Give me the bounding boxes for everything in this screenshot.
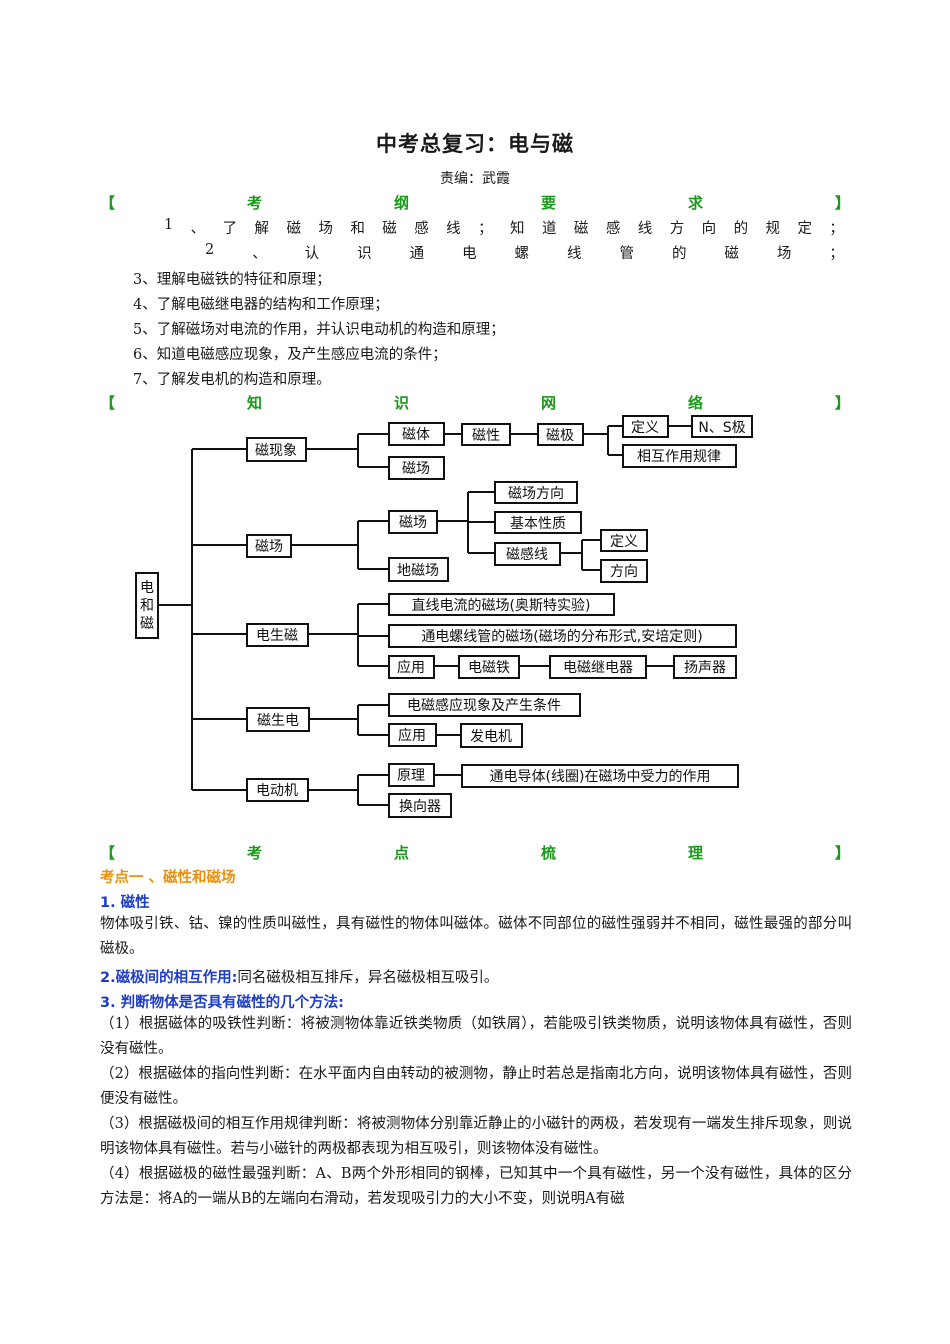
requirement-item-4: 4、了解电磁继电器的结构和工作原理； bbox=[133, 297, 389, 313]
node-root-box bbox=[135, 572, 159, 639]
node-motor bbox=[246, 778, 309, 802]
node-interaction-law bbox=[622, 444, 737, 468]
node-electromagnetism bbox=[246, 623, 309, 647]
pole-interaction-text: 同名磁极相互排斥，异名磁极相互吸引。 bbox=[237, 970, 499, 986]
diagram-connectors bbox=[158, 425, 692, 806]
node-field-1 bbox=[388, 456, 445, 480]
node-magnetic-field bbox=[246, 534, 292, 558]
method-1: （1）根据磁体的吸铁性判断：将被测物体靠近铁类物质（如铁屑），若能吸引铁类物质，… bbox=[100, 1016, 852, 1057]
node-electromagnet-label: 电磁铁 bbox=[468, 660, 510, 676]
node-interaction-law-label: 相互作用规律 bbox=[637, 449, 721, 465]
node-earth-field-label: 地磁场 bbox=[397, 563, 439, 579]
requirement-item-5: 5、了解磁场对电流的作用，并认识电动机的构造和原理； bbox=[133, 322, 505, 338]
node-motor-label: 电动机 bbox=[256, 783, 298, 799]
node-ns-pole-label: N、S极 bbox=[698, 420, 745, 436]
node-force-on-conductor bbox=[461, 764, 739, 788]
node-field-1-label: 磁场 bbox=[402, 461, 430, 477]
node-lines-direction bbox=[600, 559, 648, 583]
node-magnet-label: 磁体 bbox=[402, 427, 430, 443]
node-root-char-2: 和 bbox=[140, 598, 154, 614]
node-relay bbox=[549, 655, 647, 679]
author-line: 责编：武霞 bbox=[440, 171, 510, 187]
node-basic-property bbox=[494, 511, 582, 534]
node-electromagnetism-label: 电生磁 bbox=[256, 628, 298, 644]
method-3: （3）根据磁极间的相互作用规律判断：将被测物体分别靠近静止的小磁针的两极，若发现… bbox=[100, 1116, 852, 1157]
node-field-lines-label: 磁感线 bbox=[506, 546, 548, 563]
node-basic-property-label: 基本性质 bbox=[510, 515, 566, 532]
node-field-2 bbox=[388, 510, 438, 534]
node-earth-field bbox=[388, 557, 449, 582]
node-generator bbox=[460, 723, 523, 748]
node-magnetic-phenomena-label: 磁现象 bbox=[255, 443, 297, 459]
requirement-line-1: 1、了解磁场和磁感线；知道磁感线方向的规定； bbox=[164, 217, 844, 237]
method-2: （2）根据磁体的指向性判断：在水平面内自由转动的被测物，静止时若总是指南北方向，… bbox=[100, 1066, 852, 1107]
requirement-item-3: 3、理解电磁铁的特征和原理； bbox=[133, 272, 331, 288]
node-field-lines bbox=[494, 542, 561, 566]
node-magnetism bbox=[461, 423, 511, 446]
node-commutator-label: 换向器 bbox=[399, 798, 441, 815]
node-straight-current bbox=[388, 593, 615, 616]
section-header-points: 【 考 点 梳 理 】 bbox=[100, 844, 850, 862]
node-induction bbox=[246, 707, 310, 732]
requirement-item-6: 6、知道电磁感应现象，及产生感应电流的条件； bbox=[133, 347, 447, 363]
node-induction-phenomenon bbox=[388, 693, 581, 717]
node-magnetism-label: 磁性 bbox=[472, 428, 500, 444]
node-speaker bbox=[673, 655, 737, 679]
node-lines-direction-label: 方向 bbox=[610, 564, 638, 580]
node-magnetic-field-label: 磁场 bbox=[255, 539, 283, 555]
node-electromagnet bbox=[458, 655, 520, 679]
node-straight-current-label: 直线电流的磁场(奥斯特实验) bbox=[412, 597, 591, 614]
section-header-network: 【 知 识 网 络 】 bbox=[100, 394, 850, 412]
methods-heading: 3. 判断物体是否具有磁性的几个方法: bbox=[100, 995, 344, 1011]
node-pole-label: 磁极 bbox=[546, 428, 574, 444]
node-generator-label: 发电机 bbox=[470, 729, 512, 745]
node-pole bbox=[537, 423, 584, 446]
node-principle-label: 原理 bbox=[397, 768, 425, 784]
node-ns-pole bbox=[691, 415, 753, 438]
requirement-item-7: 7、了解发电机的构造和原理。 bbox=[133, 372, 331, 388]
node-magnet bbox=[388, 422, 445, 446]
node-principle bbox=[388, 763, 435, 787]
node-induction-label: 磁生电 bbox=[257, 713, 299, 729]
node-lines-definition-label: 定义 bbox=[610, 534, 638, 550]
node-magnetic-phenomena bbox=[246, 437, 307, 462]
node-field-direction bbox=[494, 481, 578, 504]
node-application-1 bbox=[388, 655, 435, 679]
knowledge-network-diagram: 电 和 磁 磁现象 磁体 磁性 磁极 定义 N、S极 相互作用规律 磁场 磁场 … bbox=[135, 415, 753, 818]
node-solenoid-label: 通电螺线管的磁场(磁场的分布形式,安培定则) bbox=[421, 629, 702, 645]
node-speaker-label: 扬声器 bbox=[684, 660, 726, 676]
node-application-2 bbox=[388, 723, 437, 747]
section-header-requirements: 【 考 纲 要 求 】 bbox=[100, 194, 850, 212]
magnetism-heading: 1. 磁性 bbox=[100, 895, 150, 911]
node-force-on-conductor-label: 通电导体(线圈)在磁场中受力的作用 bbox=[490, 769, 711, 785]
node-induction-phenomenon-label: 电磁感应现象及产生条件 bbox=[407, 697, 561, 714]
node-field-direction-label: 磁场方向 bbox=[508, 486, 564, 502]
node-field-2-label: 磁场 bbox=[399, 515, 427, 531]
node-root-char-3: 磁 bbox=[140, 616, 154, 632]
node-root-char-1: 电 bbox=[140, 580, 154, 596]
requirement-line-2: 2、认识通电螺线管的磁场； bbox=[205, 242, 844, 262]
magnetism-paragraph: 物体吸引铁、钴、镍的性质叫磁性，具有磁性的物体叫磁体。磁体不同部位的磁性强弱并不… bbox=[100, 916, 852, 957]
node-solenoid bbox=[388, 624, 737, 648]
node-pole-definition-label: 定义 bbox=[631, 420, 659, 436]
node-pole-definition bbox=[622, 415, 669, 438]
node-lines-definition bbox=[600, 529, 648, 552]
method-4: （4）根据磁极的磁性最强判断：A、B两个外形相同的钢棒，已知其中一个具有磁性，另… bbox=[100, 1166, 852, 1207]
pole-interaction-line: 2.磁极间的相互作用:同名磁极相互排斥，异名磁极相互吸引。 bbox=[100, 966, 498, 987]
point-one-heading: 考点一 、磁性和磁场 bbox=[100, 870, 236, 886]
pole-interaction-heading: 2.磁极间的相互作用: bbox=[100, 970, 238, 986]
node-commutator bbox=[388, 793, 452, 818]
node-relay-label: 电磁继电器 bbox=[563, 660, 633, 676]
node-application-2-label: 应用 bbox=[398, 727, 426, 744]
page-title: 中考总复习：电与磁 bbox=[376, 131, 574, 156]
node-application-1-label: 应用 bbox=[397, 659, 425, 676]
